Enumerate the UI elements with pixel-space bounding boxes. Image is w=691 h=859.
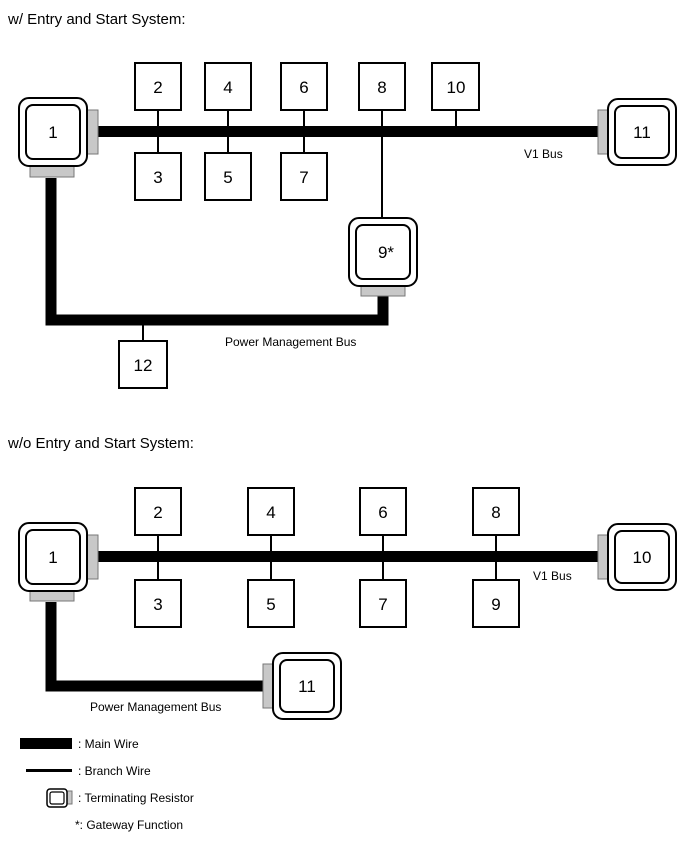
legend-gateway-function-label: *: Gateway Function [75, 818, 183, 832]
terminating-resistor [86, 534, 99, 580]
node-9: 9 [472, 579, 520, 628]
node-1-terminating: 1 [18, 97, 99, 178]
node-10: 10 [431, 62, 480, 111]
node-label: 10 [447, 78, 466, 97]
power-management-bus-label: Power Management Bus [90, 700, 221, 714]
node-label: 5 [223, 168, 232, 187]
v1-bus-main-wire [96, 126, 600, 137]
node-7: 7 [280, 152, 328, 201]
node-7: 7 [359, 579, 407, 628]
node-label: 7 [299, 168, 308, 187]
diagram-top-title: w/ Entry and Start System: [7, 11, 186, 28]
node-label: 8 [377, 78, 386, 97]
node-3: 3 [134, 579, 182, 628]
node-label: 3 [153, 595, 162, 614]
legend-main-wire-swatch [20, 738, 72, 749]
power-management-bus-main-wire [45, 602, 265, 692]
node-label: 11 [298, 677, 316, 696]
node-label: 9 [491, 595, 500, 614]
node-label: 9* [378, 243, 394, 262]
node-label: 3 [153, 168, 162, 187]
node-11-terminating: 11 [597, 98, 677, 166]
legend-main-wire-label: : Main Wire [78, 737, 139, 751]
terminating-resistor [86, 109, 99, 155]
node-9-gateway: 9* [348, 217, 418, 297]
diagram-bottom-title: w/o Entry and Start System: [7, 435, 194, 452]
node-10-terminating: 10 [597, 523, 677, 591]
v1-bus-label: V1 Bus [524, 147, 563, 161]
node-label: 5 [266, 595, 275, 614]
node-label: 11 [633, 123, 651, 142]
node-label: 7 [378, 595, 387, 614]
node-2: 2 [134, 62, 182, 111]
node-12: 12 [118, 340, 168, 389]
power-management-bus-main-wire [45, 178, 389, 326]
node-label: 4 [266, 503, 275, 522]
power-management-bus-label: Power Management Bus [225, 335, 356, 349]
node-8: 8 [472, 487, 520, 536]
node-11-terminating: 11 [262, 652, 342, 720]
node-8: 8 [358, 62, 406, 111]
legend: : Main Wire : Branch Wire : Terminating … [20, 737, 194, 832]
node-3: 3 [134, 152, 182, 201]
node-2: 2 [134, 487, 182, 536]
node-label: 10 [633, 548, 652, 567]
diagram-top: w/ Entry and Start System: 1 11 [7, 11, 677, 389]
node-label: 1 [48, 123, 57, 142]
node-4: 4 [247, 487, 295, 536]
node-label: 2 [153, 503, 162, 522]
node-5: 5 [204, 152, 252, 201]
v1-bus-main-wire [96, 551, 600, 562]
legend-branch-wire-label: : Branch Wire [78, 764, 151, 778]
node-label: 1 [48, 548, 57, 567]
node-label: 4 [223, 78, 232, 97]
node-4: 4 [204, 62, 252, 111]
legend-branch-wire-swatch [26, 769, 72, 772]
node-label: 6 [378, 503, 387, 522]
v1-bus-label: V1 Bus [533, 569, 572, 583]
node-label: 8 [491, 503, 500, 522]
legend-terminating-resistor-label: : Terminating Resistor [78, 791, 194, 805]
node-label: 12 [134, 356, 153, 375]
node-5: 5 [247, 579, 295, 628]
node-label: 6 [299, 78, 308, 97]
diagram-bottom: w/o Entry and Start System: 1 10 [7, 435, 677, 720]
node-6: 6 [280, 62, 328, 111]
node-label: 2 [153, 78, 162, 97]
terminating-resistor [29, 165, 75, 178]
node-6: 6 [359, 487, 407, 536]
node-1-terminating: 1 [18, 522, 99, 602]
legend-terminating-resistor-icon [46, 788, 73, 808]
